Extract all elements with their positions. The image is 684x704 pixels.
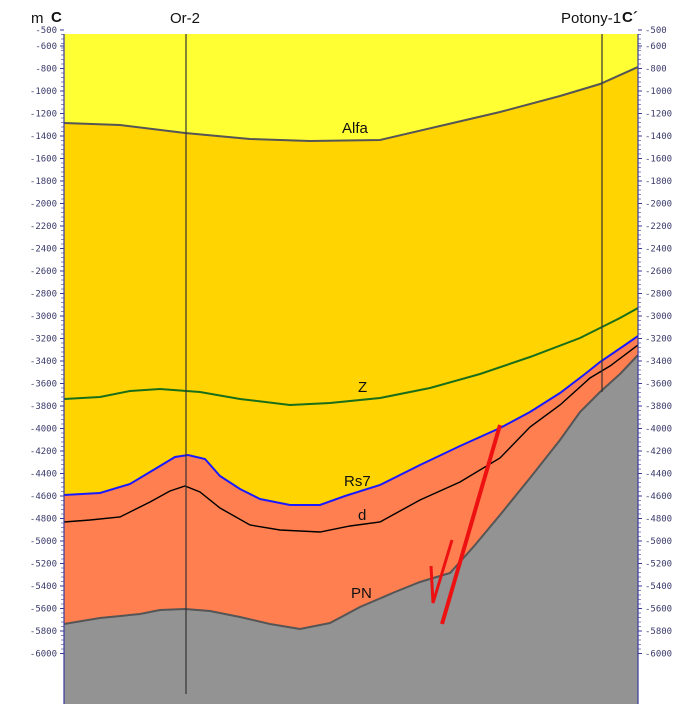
depth-tick-label-right: -500 <box>645 26 667 36</box>
depth-tick-label-right: -4200 <box>645 447 672 457</box>
fault-main <box>440 424 502 625</box>
depth-tick-label-left: -3400 <box>30 357 57 367</box>
well-label-or-2: Or-2 <box>170 10 200 27</box>
depth-tick-label-left: -2400 <box>30 245 57 255</box>
depth-unit-label: m <box>31 10 44 27</box>
depth-tick-label-left: -3200 <box>30 335 57 345</box>
depth-tick-label-left: -2000 <box>30 200 57 210</box>
d-horizon-line <box>63 344 639 533</box>
depth-tick-label-right: -800 <box>645 65 667 75</box>
depth-tick-label-left: -1200 <box>30 110 57 120</box>
depth-ticks: -500 -500 -600 -600 -800 -800 -1000 -1000 -1200 -… <box>30 26 672 660</box>
depth-tick-label-left: -2600 <box>30 267 57 277</box>
depth-tick-label-right: -6000 <box>645 650 672 660</box>
depth-tick-label-right: -2400 <box>645 245 672 255</box>
rs7-label: Rs7 <box>344 473 371 490</box>
depth-tick-label-left: -1400 <box>30 132 57 142</box>
pn-label: PN <box>351 585 372 602</box>
depth-tick-label-right: -3800 <box>645 402 672 412</box>
depth-tick-label-left: -1000 <box>30 87 57 97</box>
depth-tick-label-left: -4800 <box>30 515 57 525</box>
depth-tick-label-right: -2800 <box>645 290 672 300</box>
depth-tick-label-left: -1800 <box>30 177 57 187</box>
depth-tick-label-right: -4400 <box>645 470 672 480</box>
depth-tick-label-left: -4600 <box>30 492 57 502</box>
depth-tick-label-left: -800 <box>35 65 57 75</box>
depth-tick-label-left: -600 <box>35 42 57 52</box>
z-label: Z <box>358 379 367 396</box>
depth-tick-label-right: -1600 <box>645 155 672 165</box>
section-end-right: C´ <box>622 9 638 26</box>
depth-tick-label-left: -5000 <box>30 537 57 547</box>
depth-tick-label-right: -4800 <box>645 515 672 525</box>
depth-tick-label-left: -4200 <box>30 447 57 457</box>
depth-tick-label-right: -5000 <box>645 537 672 547</box>
depth-tick-label-right: -600 <box>645 42 667 52</box>
depth-tick-label-left: -5400 <box>30 582 57 592</box>
depth-tick-label-left: -5200 <box>30 560 57 570</box>
depth-tick-label-right: -3200 <box>645 335 672 345</box>
depth-tick-label-right: -5400 <box>645 582 672 592</box>
depth-tick-label-left: -4000 <box>30 425 57 435</box>
depth-tick-label-right: -2000 <box>645 200 672 210</box>
depth-tick-label-right: -1800 <box>645 177 672 187</box>
depth-tick-label-right: -1000 <box>645 87 672 97</box>
depth-tick-label-right: -4600 <box>645 492 672 502</box>
depth-tick-label-left: -3600 <box>30 380 57 390</box>
z-horizon-line <box>63 307 639 407</box>
depth-tick-label-right: -3600 <box>645 380 672 390</box>
depth-tick-label-right: -2600 <box>645 267 672 277</box>
depth-tick-label-right: -3000 <box>645 312 672 322</box>
depth-tick-label-left: -5800 <box>30 627 57 637</box>
depth-tick-label-right: -3400 <box>645 357 672 367</box>
rs7-horizon-line <box>63 335 639 506</box>
depth-tick-label-left: -6000 <box>30 650 57 660</box>
depth-tick-label-right: -5800 <box>645 627 672 637</box>
depth-tick-label-left: -1600 <box>30 155 57 165</box>
depth-tick-label-right: -5600 <box>645 605 672 615</box>
fault-secondary <box>429 539 454 604</box>
depth-tick-label-right: -5200 <box>645 560 672 570</box>
depth-tick-label-left: -3800 <box>30 402 57 412</box>
section-end-left: C <box>51 9 62 26</box>
alfa-label: Alfa <box>342 120 369 137</box>
depth-tick-label-left: -4400 <box>30 470 57 480</box>
depth-tick-label-right: -4000 <box>645 425 672 435</box>
depth-tick-label-left: -3000 <box>30 312 57 322</box>
depth-tick-label-left: -2200 <box>30 222 57 232</box>
basement-fill <box>64 355 638 704</box>
depth-tick-label-left: -500 <box>35 26 57 36</box>
depth-tick-label-left: -2800 <box>30 290 57 300</box>
depth-tick-label-right: -1400 <box>645 132 672 142</box>
depth-tick-label-right: -2200 <box>645 222 672 232</box>
well-label-potony-1: Potony-1 <box>561 10 622 27</box>
d-label: d <box>358 507 366 524</box>
depth-tick-label-left: -5600 <box>30 605 57 615</box>
alfa-horizon-line <box>63 66 639 143</box>
depth-tick-label-right: -1200 <box>645 110 672 120</box>
pn-top-line <box>63 354 639 631</box>
